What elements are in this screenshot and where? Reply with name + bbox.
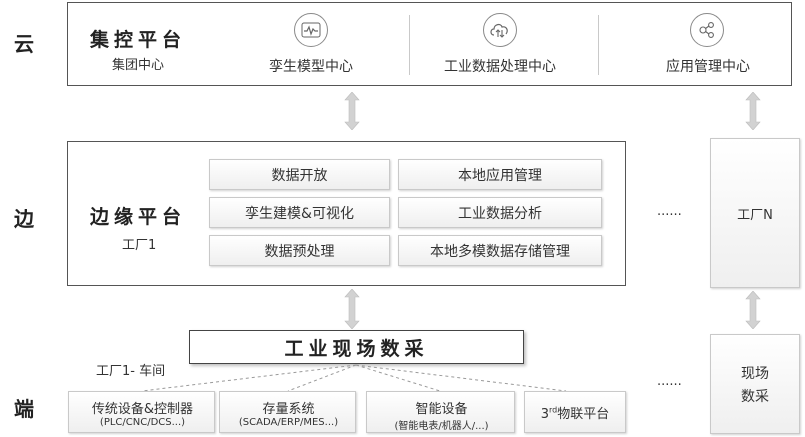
module-twin-modeling: 孪生建模&可视化 — [209, 197, 390, 228]
cloud-sync-icon — [483, 13, 517, 47]
edge-platform-subtitle: 工厂1 — [122, 238, 157, 253]
module-data-open: 数据开放 — [209, 159, 390, 190]
network-nodes-icon — [690, 13, 724, 47]
module-local-app-management: 本地应用管理 — [398, 159, 602, 190]
double-arrow-icon — [344, 289, 360, 329]
device-sublabel: (SCADA/ERP/MES...) — [238, 417, 339, 428]
double-arrow-icon — [745, 92, 761, 130]
layer-label-edge: 边 — [14, 207, 34, 231]
device-label: 存量系统 — [262, 402, 315, 417]
module-industrial-data-analysis: 工业数据分析 — [398, 197, 602, 228]
device-legacy-systems: 存量系统 (SCADA/ERP/MES...) — [219, 391, 356, 433]
device-label: 传统设备&控制器 — [91, 402, 194, 417]
field-acquisition-n-box: 现场 数采 — [710, 334, 800, 434]
cloud-platform-title: 集控平台 — [90, 29, 187, 51]
cloud-platform-box: 集控平台 集团中心 孪生模型中心 工业数据处理中心 应用管理中心 — [67, 2, 792, 86]
edge-platform-title: 边缘平台 — [90, 206, 187, 228]
device-iot-platform: 3rd物联平台 — [524, 391, 626, 433]
cloud-platform-subtitle: 集团中心 — [112, 58, 165, 73]
device-traditional: 传统设备&控制器 (PLC/CNC/DCS...) — [68, 391, 215, 433]
layer-label-cloud: 云 — [14, 32, 34, 56]
device-label: 智能设备 — [415, 402, 468, 417]
device-sublabel: (智能电表/机器人/...) — [394, 421, 489, 432]
divider — [598, 15, 599, 75]
center-label-industrial-data: 工业数据处理中心 — [444, 59, 556, 75]
center-label-twin-model: 孪生模型中心 — [269, 59, 353, 75]
edge-platform-box: 边缘平台 工厂1 数据开放 孪生建模&可视化 数据预处理 本地应用管理 工业数据… — [67, 141, 626, 286]
ellipsis: ...... — [657, 374, 682, 389]
double-arrow-icon — [745, 291, 761, 329]
ellipsis: ...... — [657, 204, 682, 219]
box-line: 数采 — [741, 388, 769, 405]
device-sublabel: (PLC/CNC/DCS...) — [99, 417, 186, 428]
double-arrow-icon — [344, 92, 360, 130]
field-data-acquisition-title: 工业现场数采 — [284, 337, 429, 360]
device-label: 3rd物联平台 — [540, 405, 610, 422]
divider — [409, 15, 410, 75]
factory-n-box: 工厂N — [710, 138, 800, 288]
workshop-label: 工厂1- 车间 — [96, 364, 166, 379]
module-multimodal-storage: 本地多模数据存储管理 — [398, 235, 602, 266]
pulse-chart-icon — [294, 13, 328, 47]
device-smart: 智能设备 (智能电表/机器人/...) — [366, 391, 515, 433]
module-data-preprocessing: 数据预处理 — [209, 235, 390, 266]
box-line: 现场 — [741, 365, 769, 382]
center-label-app-management: 应用管理中心 — [666, 59, 750, 75]
field-data-acquisition-box: 工业现场数采 — [189, 330, 524, 364]
layer-label-terminal: 端 — [14, 397, 34, 421]
